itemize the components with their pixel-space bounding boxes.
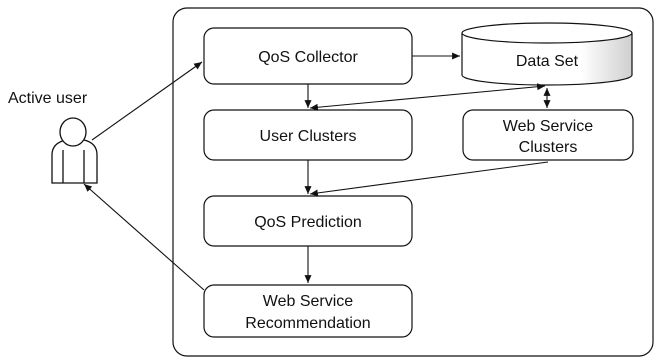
svg-text:Clusters: Clusters — [519, 139, 578, 156]
svg-text:User Clusters: User Clusters — [260, 128, 357, 145]
svg-text:Web Service: Web Service — [503, 118, 594, 135]
qos-prediction-box: QoS Prediction — [203, 195, 413, 247]
arrow-ws-clusters-to-prediction — [309, 161, 549, 197]
qos-collector-box: QoS Collector — [203, 27, 413, 85]
svg-text:Web Service: Web Service — [263, 293, 354, 310]
svg-text:QoS Collector: QoS Collector — [258, 49, 358, 66]
data-set-cylinder: Data Set — [461, 22, 633, 86]
web-service-recommendation-box: Web Service Recommendation — [203, 284, 413, 338]
arrow-user-to-collector — [91, 61, 203, 141]
user-icon — [51, 117, 98, 184]
active-user-label: Active user — [8, 90, 88, 107]
svg-text:Data Set: Data Set — [516, 53, 579, 70]
arrow-dataset-user-clusters — [309, 83, 546, 111]
web-service-clusters-box: Web Service Clusters — [462, 109, 634, 161]
user-clusters-box: User Clusters — [203, 109, 413, 161]
arrow-recommendation-to-user — [83, 183, 205, 291]
svg-text:Recommendation: Recommendation — [245, 315, 370, 332]
svg-text:QoS Prediction: QoS Prediction — [254, 214, 362, 231]
system-container — [172, 7, 654, 357]
